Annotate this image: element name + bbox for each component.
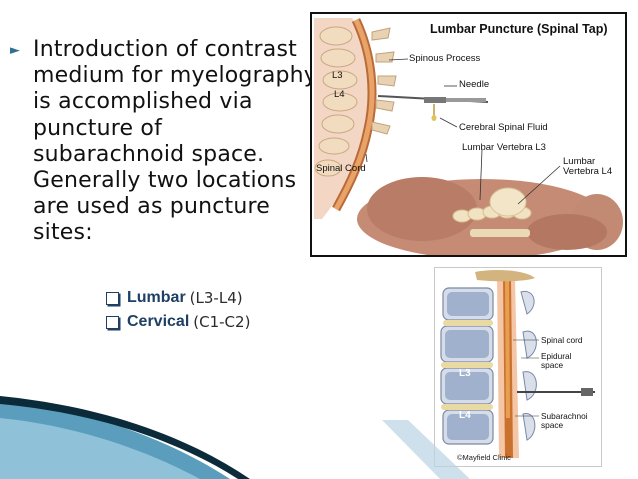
site-level: (C1-C2) [193,313,251,331]
site-level: (L3-L4) [189,289,243,307]
spinal-section-figure: Spinal cord Epidural space Subarachnoi s… [434,267,602,467]
figure-title: Lumbar Puncture (Spinal Tap) [430,22,608,36]
label-spinous-process: Spinous Process [409,53,481,64]
label-spinal-cord: Spinal cord [541,335,583,345]
figure-credit: ©Mayfield Clinic [457,453,511,462]
label-lumbar-l4-line1: Lumbar [563,156,596,167]
label-l4: L4 [459,410,471,421]
label-l3: L3 [332,70,343,81]
site-term: Cervical [127,313,190,330]
spinal-section-illustration [435,268,601,466]
bullet-arrow-icon: ► [10,43,20,58]
list-item-lumbar: Lumbar (L3-L4) [106,286,250,310]
puncture-sites-list: Lumbar (L3-L4) Cervical (C1-C2) [106,286,250,334]
list-item-cervical: Cervical (C1-C2) [106,310,250,334]
site-term: Lumbar [127,289,186,306]
label-lumbar-vertebra-l3: Lumbar Vertebra L3 [462,142,546,153]
checkbox-bullet-icon [106,291,119,305]
label-l4: L4 [334,89,345,100]
checkbox-bullet-icon [106,315,119,329]
label-lumbar-l4-line2: Vertebra L4 [563,166,613,177]
bullet-text: Introduction of contrast medium for myel… [33,37,318,246]
label-needle: Needle [459,79,490,90]
label-subarachnoid-line2: space [541,420,564,430]
label-cerebral-spinal-fluid: Cerebral Spinal Fluid [459,122,548,133]
label-l3: L3 [459,368,471,379]
label-subarachnoid-line1: Subarachnoi [541,411,588,421]
lumbar-puncture-figure: Lumbar Puncture (Spinal Tap) L3 L4 Spino… [310,12,627,257]
label-spinal-cord: Spinal Cord [316,163,366,174]
lumbar-puncture-illustration [314,18,623,255]
label-epidural-line1: Epidural [541,351,572,361]
label-epidural-line2: space [541,360,564,370]
